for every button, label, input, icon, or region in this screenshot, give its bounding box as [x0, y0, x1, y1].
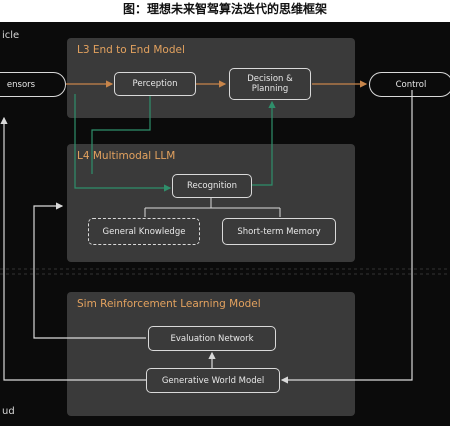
figure-caption: 图：理想未来智驾算法迭代的思维框架 [0, 0, 450, 22]
evaluation-to-llm-arrow [33, 202, 146, 339]
evaluation-network-node: Evaluation Network [148, 326, 276, 351]
perception-branch-line [91, 95, 151, 174]
diagram-wires [0, 80, 450, 384]
world-model-to-vehicle-arrow [0, 116, 146, 381]
control-node: Control [369, 72, 450, 97]
vehicle-label: icle [2, 30, 20, 41]
decision-planning-node: Decision & Planning [229, 68, 311, 100]
cloud-label: ud [2, 406, 15, 417]
recognition-to-decision-arrow [252, 100, 276, 186]
diagram-canvas: icle ud L3 End to End Model L4 Multimoda… [0, 22, 450, 426]
l4-panel-title: L4 Multimodal LLM [77, 150, 176, 162]
control-to-world-model-arrow [280, 90, 413, 384]
world-model-node: Generative World Model [146, 368, 280, 393]
sim-panel-title: Sim Reinforcement Learning Model [77, 298, 261, 310]
l3-panel-title: L3 End to End Model [77, 44, 185, 56]
recognition-node: Recognition [172, 174, 252, 198]
short-term-memory-node: Short-term Memory [222, 218, 336, 245]
l3-panel: L3 End to End Model [67, 38, 355, 118]
general-knowledge-node: General Knowledge [88, 218, 200, 245]
sensors-to-recognition-arrow [74, 94, 172, 192]
sensors-node: ensors [0, 72, 66, 97]
perception-node: Perception [114, 72, 196, 96]
